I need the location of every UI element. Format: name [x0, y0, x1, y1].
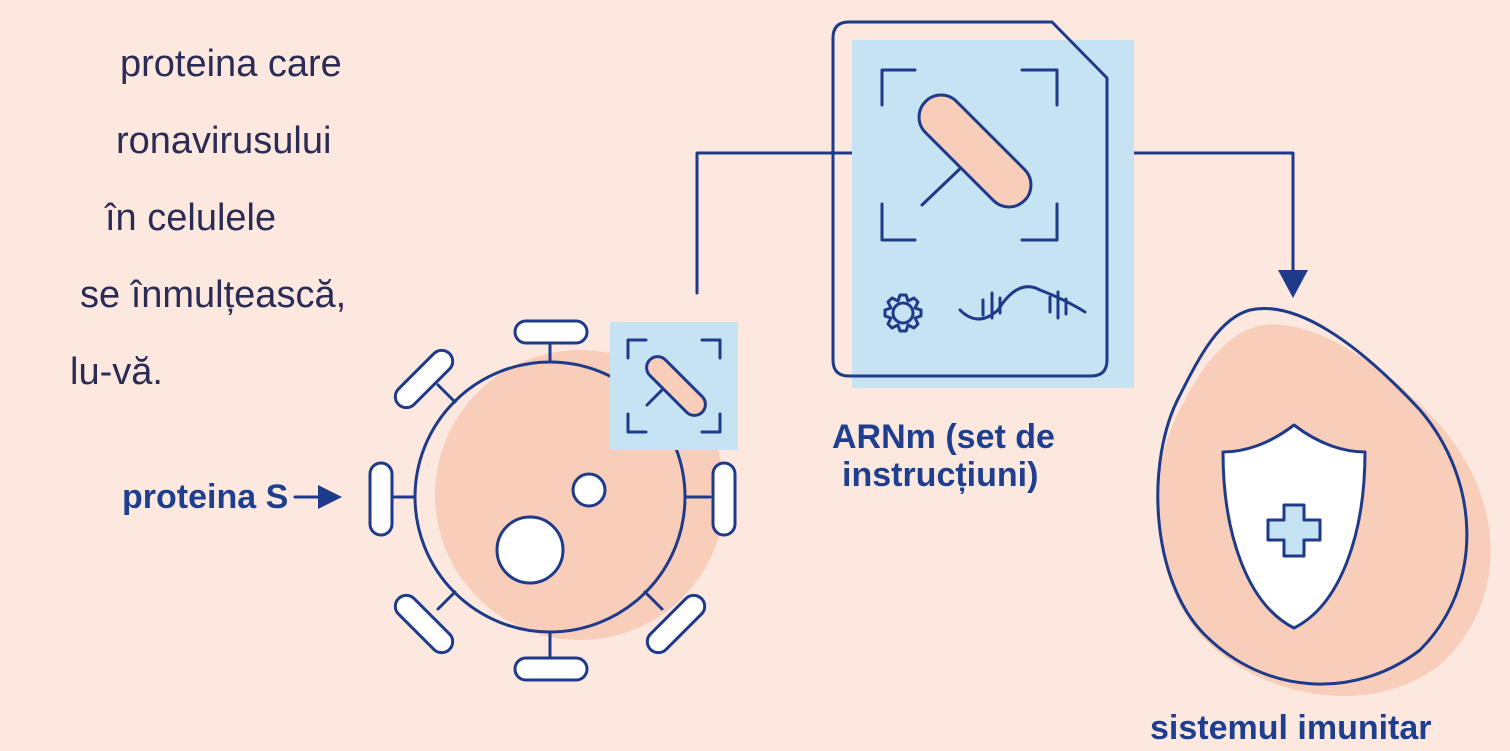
label-immune-system: sistemul imunitar — [1150, 709, 1432, 747]
arrow-right-icon — [293, 485, 342, 509]
arrow-down-icon — [1278, 270, 1308, 298]
immune-cell-icon — [1156, 307, 1491, 697]
intro-line-4: se înmulțească, — [80, 274, 347, 316]
cross-icon — [1266, 503, 1322, 558]
spike-protein-icon — [610, 322, 738, 450]
virus-icon — [368, 319, 738, 682]
wave-icon — [958, 285, 1087, 321]
shield-icon — [1221, 423, 1367, 630]
connector-virus-to-mrna — [695, 151, 880, 295]
gear-icon — [883, 293, 923, 333]
connector-mrna-to-cell — [1128, 151, 1295, 280]
virus-spikes — [368, 319, 737, 682]
label-mrna-line1: ARNm (set de — [832, 418, 1055, 456]
mrna-document-icon — [831, 20, 1134, 388]
intro-line-3: în celulele — [105, 197, 277, 239]
intro-line-1: proteina care — [120, 43, 342, 85]
label-mrna-line2: instrucțiuni) — [842, 456, 1039, 494]
intro-line-5: lu-vă. — [70, 351, 163, 393]
label-proteina-s: proteina S — [122, 478, 289, 516]
intro-line-2: ronavirusului — [116, 120, 332, 162]
